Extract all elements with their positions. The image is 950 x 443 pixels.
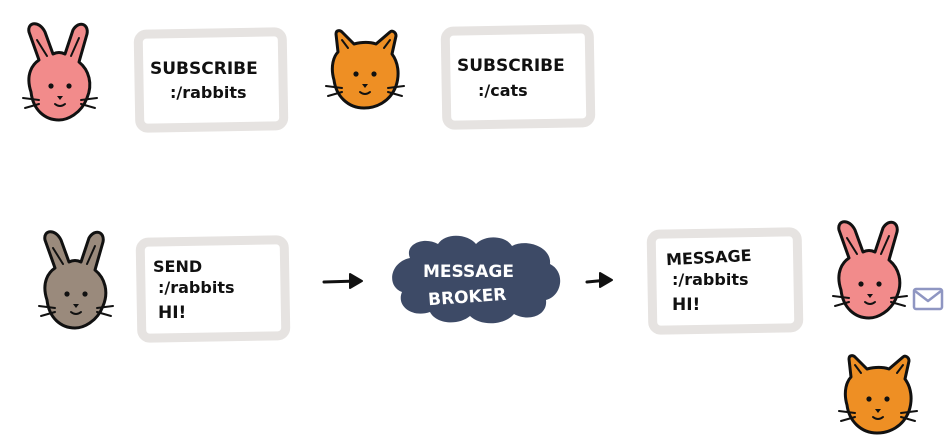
envelope-icon <box>912 287 944 311</box>
message-note-line3: HI! <box>672 295 700 315</box>
subscribe-cats-note: SUBSCRIBE :/cats <box>440 24 596 130</box>
message-note-line1: MESSAGE <box>666 246 753 269</box>
subscribe-rabbits-note: SUBSCRIBE :/rabbits <box>133 27 289 133</box>
broker-line1: MESSAGE <box>423 262 514 282</box>
sender-rabbit-face-icon <box>37 230 115 330</box>
subscribe-cats-line2: :/cats <box>478 81 528 100</box>
subscribe-cats-line1: SUBSCRIBE <box>457 56 565 76</box>
bottom-cat-face-icon <box>837 354 919 435</box>
arrow-right-icon <box>322 273 363 289</box>
receiver-rabbit-face-icon <box>831 220 909 320</box>
cat-face-icon <box>324 29 406 110</box>
subscribe-rabbits-line2: :/rabbits <box>170 83 247 102</box>
send-note-line2: :/rabbits <box>158 278 235 297</box>
message-broker-cloud: MESSAGE BROKER <box>392 235 561 324</box>
send-note-line1: SEND <box>153 257 202 276</box>
arrow-right-icon <box>585 272 613 288</box>
send-note: SEND :/rabbits HI! <box>135 235 291 343</box>
subscribe-rabbits-line1: SUBSCRIBE <box>150 59 258 79</box>
message-note-line2: :/rabbits <box>672 270 749 289</box>
rabbit-face-icon <box>21 22 99 122</box>
message-note: MESSAGE :/rabbits HI! <box>646 227 804 335</box>
send-note-line3: HI! <box>158 303 186 323</box>
